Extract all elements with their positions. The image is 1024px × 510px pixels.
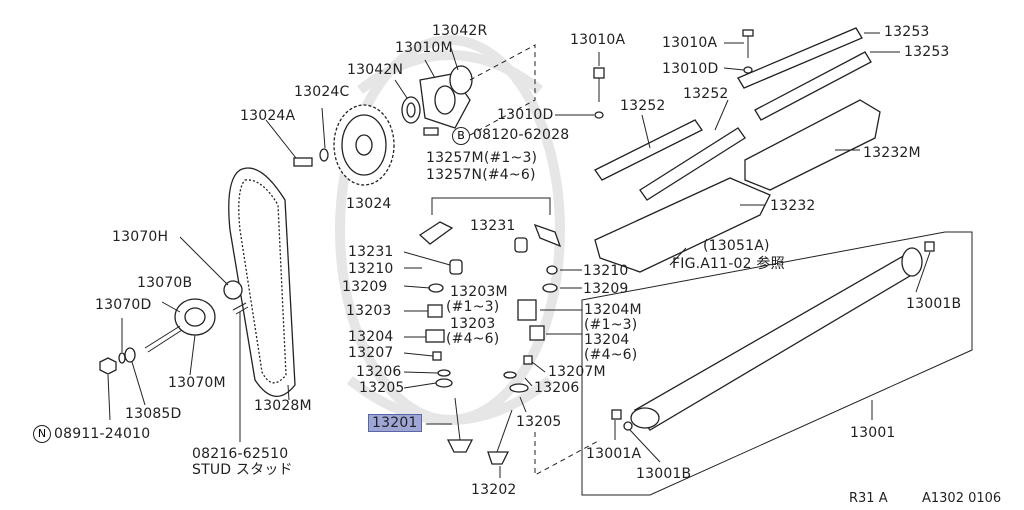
- label-13001b-bot: 13001B: [636, 466, 692, 482]
- label-13010a-mid: 13010A: [570, 32, 626, 48]
- label-13203b: 13203: [450, 316, 496, 332]
- label-13202: 13202: [471, 482, 517, 498]
- leader-lines: [107, 32, 931, 478]
- label-13209b: 13209: [583, 281, 629, 297]
- label-13001b-top: 13001B: [906, 296, 962, 312]
- camshaft-sprocket-part: [333, 104, 395, 186]
- label-13024a: 13024A: [240, 108, 296, 124]
- label-13203m-sub: (#1~3): [446, 299, 500, 315]
- label-13231a: 13231: [470, 218, 516, 234]
- label-13252a: 13252: [620, 98, 666, 114]
- label-13206b: 13206: [534, 380, 580, 396]
- guide-line-valve: [534, 432, 601, 476]
- label-08120: 08120-62028: [473, 127, 570, 143]
- label-13207m: 13207M: [548, 364, 606, 380]
- label-13001a: 13001A: [586, 446, 642, 462]
- footer-code: A1302 0106: [922, 491, 1002, 506]
- oil-bolt-part: [593, 29, 754, 119]
- label-08216: 08216-62510: [192, 446, 289, 462]
- label-13085d: 13085D: [125, 406, 182, 422]
- label-13232: 13232: [770, 198, 816, 214]
- label-13010m: 13010M: [395, 40, 453, 56]
- label-13210b: 13210: [583, 263, 629, 279]
- label-13203b-sub: (#4~6): [446, 331, 500, 347]
- label-13252b: 13252: [683, 86, 729, 102]
- label-13070h: 13070H: [112, 229, 169, 245]
- label-13204b: 13204: [584, 332, 630, 348]
- label-13028m: 13028M: [254, 398, 312, 414]
- belt-tensioner-part: [99, 280, 249, 375]
- label-13210a: 13210: [348, 261, 394, 277]
- label-13205b: 13205: [516, 414, 562, 430]
- label-08911: 08911-24010: [54, 426, 151, 442]
- label-13070m: 13070M: [168, 375, 226, 391]
- intake-valve-part: [446, 397, 474, 453]
- label-13203m: 13203M: [450, 284, 508, 300]
- label-13024c: 13024C: [294, 84, 350, 100]
- sprocket-bolt-part: [293, 148, 329, 167]
- label-13257n: 13257N(#4~6): [426, 167, 536, 183]
- label-13209a: 13209: [342, 279, 388, 295]
- label-13204m: 13204M: [584, 302, 642, 318]
- label-fig-reference: FIG.A11-02 参照: [672, 256, 785, 272]
- camshaft-frame: [581, 231, 973, 496]
- label-13257m: 13257M(#1~3): [426, 150, 538, 166]
- label-13253b: 13253: [904, 44, 950, 60]
- housing-bolt-part: [423, 127, 439, 136]
- label-13010d-top: 13010D: [662, 61, 719, 77]
- label-13253a: 13253: [884, 24, 930, 40]
- label-13024: 13024: [346, 196, 392, 212]
- exhaust-valve-part: [487, 409, 513, 465]
- cam-housing-part: [419, 65, 473, 129]
- guide-line: [469, 44, 536, 136]
- rocker-shaft-part: [594, 27, 872, 201]
- valve-spring-left-part: [425, 283, 453, 388]
- oil-seal-part: [401, 96, 421, 124]
- camshaft-part: [611, 241, 935, 431]
- label-13203a: 13203: [346, 303, 392, 319]
- label-13204m-sub: (#1~3): [584, 317, 638, 333]
- label-13010d-mid: 13010D: [497, 107, 554, 123]
- label-13070b: 13070B: [137, 275, 193, 291]
- circled-letter-b: B: [452, 127, 470, 145]
- label-13051a: (13051A): [703, 238, 770, 254]
- rocker-arm-part: [418, 221, 562, 275]
- label-13070d: 13070D: [95, 297, 152, 313]
- label-13205a: 13205: [359, 380, 405, 396]
- valve-spring-right-part: [503, 265, 558, 393]
- label-13231b: 13231: [348, 244, 394, 260]
- timing-belt-part: [228, 167, 296, 397]
- watermark-emblem: [335, 35, 565, 425]
- label-13042n: 13042N: [347, 62, 404, 78]
- label-stud: STUD スタッド: [192, 462, 293, 478]
- label-13207a: 13207: [348, 345, 394, 361]
- label-13232m: 13232M: [863, 145, 921, 161]
- label-13201-highlighted[interactable]: 13201: [368, 414, 422, 432]
- label-13204a: 13204: [348, 329, 394, 345]
- label-13010a-top: 13010A: [662, 35, 718, 51]
- label-13001: 13001: [850, 425, 896, 441]
- bracket-line: [431, 197, 551, 215]
- label-13206a: 13206: [356, 364, 402, 380]
- footer-model: R31 A: [849, 491, 888, 506]
- label-13042r: 13042R: [432, 23, 488, 39]
- circled-letter-n: N: [33, 425, 51, 443]
- label-13204b-sub: (#4~6): [584, 347, 638, 363]
- rocker-bracket-part: [594, 99, 881, 273]
